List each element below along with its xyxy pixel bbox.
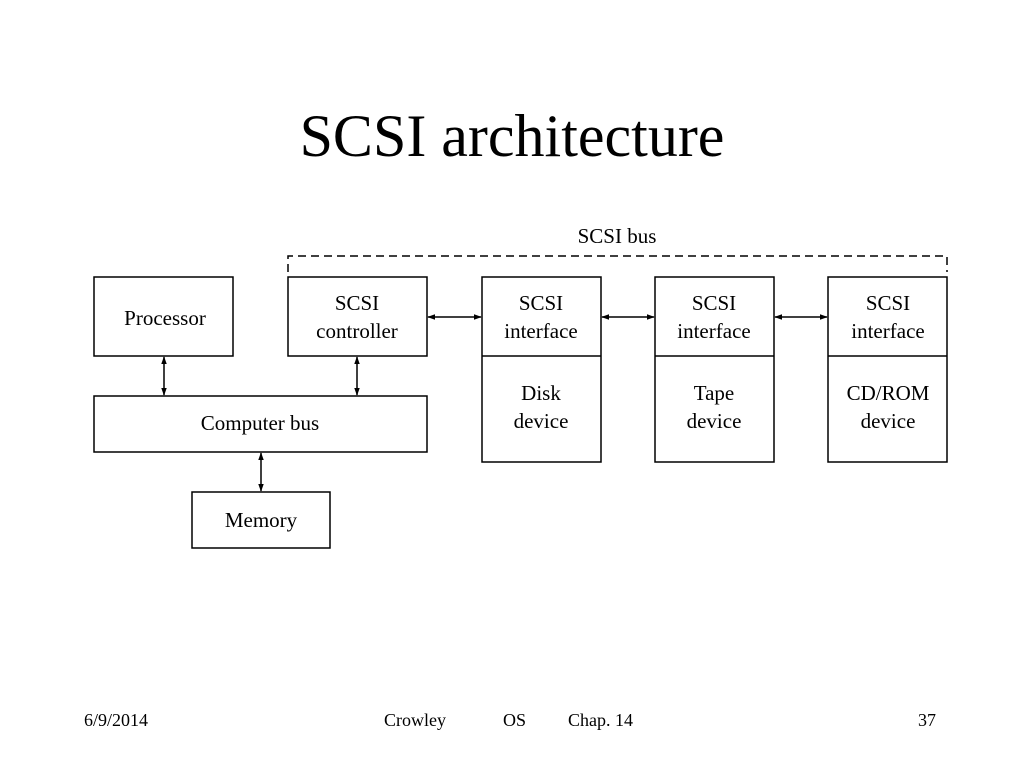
processor-box (93, 276, 234, 357)
processor-label: Processor (124, 306, 206, 330)
disk-interface-label-line1: SCSI (519, 291, 563, 315)
footer-chapter: Chap. 14 (568, 710, 633, 730)
footer-date: 6/9/2014 (84, 710, 149, 730)
scsi-controller-label-line2: controller (316, 319, 398, 343)
computer-bus-node: Computer bus (93, 395, 428, 453)
tape-device-label-line2: device (687, 409, 742, 433)
tape-device-label-line1: Tape (694, 381, 735, 405)
cdrom-interface-label-line1: SCSI (866, 291, 910, 315)
scsi-bus: SCSI bus (287, 224, 948, 272)
memory-node: Memory (191, 491, 331, 549)
cdrom-device-label-line1: CD/ROM (847, 381, 930, 405)
scsi-controller-node: SCSI controller (287, 276, 428, 357)
scsi-controller-box (287, 276, 428, 357)
scsi-controller-label-line1: SCSI (335, 291, 379, 315)
disk-device-box (481, 276, 602, 463)
tape-device-node: SCSI interface Tape device (654, 276, 775, 463)
footer-author: Crowley (384, 710, 446, 730)
cdrom-device-label-line2: device (861, 409, 916, 433)
disk-device-label-line1: Disk (521, 381, 561, 405)
tape-interface-label-line2: interface (677, 319, 750, 343)
cdrom-device-box (827, 276, 948, 463)
disk-device-label-line2: device (514, 409, 569, 433)
computer-bus-label: Computer bus (201, 411, 319, 435)
cdrom-device-node: SCSI interface CD/ROM device (827, 276, 948, 463)
processor-node: Processor (93, 276, 234, 357)
scsi-bus-bracket (287, 255, 948, 272)
tape-device-box (654, 276, 775, 463)
tape-interface-label-line1: SCSI (692, 291, 736, 315)
memory-box (191, 491, 331, 549)
slide-title: SCSI architecture (299, 103, 725, 169)
computer-bus-box (93, 395, 428, 453)
footer-course: OS (503, 710, 527, 730)
footer-page-number: 37 (918, 710, 936, 730)
disk-interface-label-line2: interface (504, 319, 577, 343)
memory-label: Memory (225, 508, 298, 532)
scsi-bus-label: SCSI bus (578, 224, 657, 248)
disk-device-node: SCSI interface Disk device (481, 276, 602, 463)
cdrom-interface-label-line2: interface (851, 319, 924, 343)
